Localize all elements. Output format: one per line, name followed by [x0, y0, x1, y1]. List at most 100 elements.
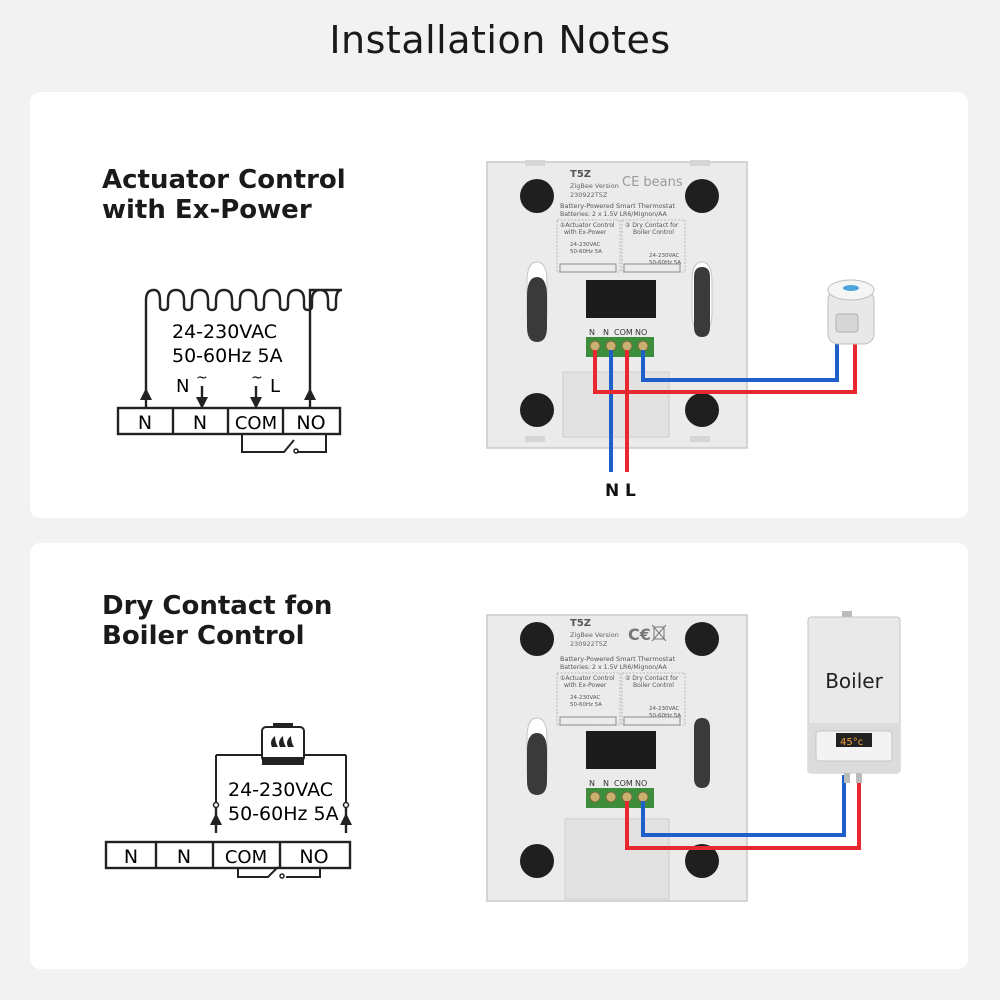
mini-frequency: 50-60Hz 5A	[649, 713, 681, 719]
terminal-label: N	[603, 779, 609, 788]
screw-hole	[520, 179, 554, 213]
heading-line-2: Boiler Control	[102, 621, 305, 651]
heading-line-2: with Ex-Power	[102, 195, 312, 225]
terminal-label: N	[589, 779, 595, 788]
arrow-up-icon	[304, 388, 316, 400]
live-wire	[593, 336, 857, 394]
screw-hole	[520, 844, 554, 878]
terminal-label: N	[589, 328, 595, 337]
relay-switch-symbol	[241, 434, 327, 453]
wiring-schematic: 24-230VAC 50-60Hz 5A N N COM NO	[104, 723, 352, 879]
terminal-label: COM	[614, 779, 633, 788]
option2-line2: Boiler Control	[633, 229, 674, 236]
option2-line1: ② Dry Contact for	[625, 222, 679, 229]
screw-hole	[520, 622, 554, 656]
neutral-wire	[641, 336, 839, 382]
terminal-label: COM	[614, 328, 633, 337]
model-label: T5Z	[570, 169, 591, 180]
description-label: Battery-Powered Smart Thermostat	[560, 655, 676, 663]
terminal-label: COM	[235, 413, 277, 434]
thermostat-device-back: T5Z ZigBee Version 230922T5Z C€ Battery-…	[486, 611, 901, 902]
arrow-up-icon	[340, 813, 352, 825]
mounting-slot	[694, 718, 710, 788]
voltage-label: 24-230VAC	[172, 321, 277, 343]
voltage-label: 24-230VAC	[228, 779, 333, 801]
terminal-label: COM	[225, 847, 267, 868]
heading-line-1: Actuator Control	[102, 165, 346, 195]
terminal-block-green	[586, 337, 654, 357]
arrow-up-icon	[140, 388, 152, 400]
mini-voltage: 24-230VAC	[570, 242, 601, 248]
terminal-label: N	[177, 846, 191, 868]
screw-hole	[685, 844, 719, 878]
mini-frequency: 50-60Hz 5A	[570, 249, 602, 255]
mini-voltage: 24-230VAC	[649, 706, 680, 712]
wire-label-n: N	[605, 481, 619, 501]
batteries-label: Batteries: 2 x 1.5V LR6/Mignon/AA	[560, 211, 667, 218]
option1-line2: with Ex-Power	[564, 229, 607, 236]
relay-component	[586, 731, 656, 769]
mini-frequency: 50-60Hz 5A	[649, 260, 681, 266]
mini-frequency: 50-60Hz 5A	[570, 702, 602, 708]
boiler-display: 45°c	[840, 737, 863, 748]
frequency-current-label: 50-60Hz 5A	[228, 803, 339, 825]
screw-hole	[520, 393, 554, 427]
supply-n-label: N	[176, 376, 189, 397]
section-heading: Dry Contact fon Boiler Control	[102, 591, 332, 651]
model-label: T5Z	[570, 618, 591, 629]
terminal-label: N	[138, 412, 152, 434]
screw-hole	[685, 622, 719, 656]
thermal-actuator	[827, 279, 875, 345]
screw-hole	[685, 393, 719, 427]
supply-l-label: L	[270, 376, 280, 397]
page-title: Installation Notes	[329, 18, 671, 62]
terminal-label: N	[124, 846, 138, 868]
section-actuator-control: Actuator Control with Ex-Power 24-230VAC…	[30, 92, 968, 518]
heading-line-1: Dry Contact fon	[102, 591, 333, 621]
terminal-label: NO	[635, 328, 647, 337]
code-label: 230922T5Z	[570, 191, 608, 199]
option2-line1: ② Dry Contact for	[625, 675, 679, 682]
mini-voltage: 24-230VAC	[649, 253, 680, 259]
terminal-label: N	[603, 328, 609, 337]
ce-mark-icon: C€	[628, 624, 667, 644]
terminal-block-green	[586, 788, 654, 808]
watermark-label: CE beans	[622, 175, 683, 190]
svg-text:C€: C€	[628, 625, 651, 644]
live-wire	[625, 775, 861, 850]
mini-voltage: 24-230VAC	[570, 695, 601, 701]
arrow-up-icon	[210, 813, 222, 825]
terminal-block	[104, 840, 352, 870]
code-label: 230922T5Z	[570, 640, 608, 648]
screw-hole	[685, 179, 719, 213]
option1-line1: ①Actuator Control	[560, 222, 615, 229]
section-heading: Actuator Control with Ex-Power	[102, 165, 346, 225]
boiler-label: Boiler	[825, 669, 883, 693]
relay-switch-symbol	[237, 866, 321, 878]
tilde-symbol: ~	[251, 370, 263, 386]
heating-element-symbol	[144, 288, 343, 390]
version-label: ZigBee Version	[570, 631, 619, 639]
terminal-label: NO	[299, 846, 328, 868]
option2-line2: Boiler Control	[633, 682, 674, 689]
neutral-wire	[641, 775, 846, 837]
wiring-schematic: 24-230VAC 50-60Hz 5A N ~ ~ L N N COM NO	[116, 288, 343, 454]
terminal-label: N	[193, 412, 207, 434]
terminal-label: NO	[635, 779, 647, 788]
arrow-down-icon	[196, 397, 208, 409]
boiler-symbol-icon	[261, 723, 305, 765]
tilde-symbol: ~	[196, 370, 208, 386]
arrow-down-icon	[250, 397, 262, 409]
section-dry-contact: Dry Contact fon Boiler Control 24-230VAC…	[30, 543, 968, 969]
option1-line1: ①Actuator Control	[560, 675, 615, 682]
description-label: Battery-Powered Smart Thermostat	[560, 202, 676, 210]
option1-line2: with Ex-Power	[564, 682, 607, 689]
terminal-label: NO	[296, 412, 325, 434]
thermostat-device-back: T5Z ZigBee Version 230922T5Z CE beans Ba…	[486, 160, 875, 501]
relay-component	[586, 280, 656, 318]
version-label: ZigBee Version	[570, 182, 619, 190]
wire-label-l: L	[625, 481, 636, 501]
frequency-current-label: 50-60Hz 5A	[172, 345, 283, 367]
batteries-label: Batteries: 2 x 1.5V LR6/Mignon/AA	[560, 664, 667, 671]
boiler-unit: 45°c	[807, 611, 901, 783]
